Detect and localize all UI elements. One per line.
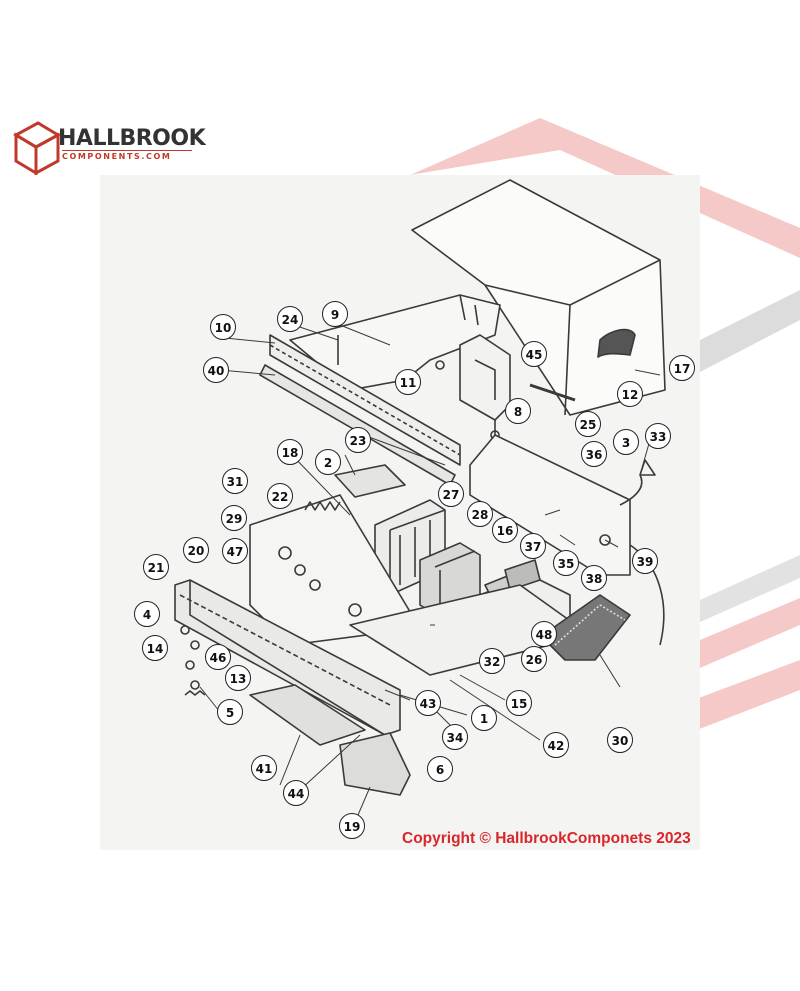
part-rod [529,383,576,402]
copyright-notice: Copyright © HallbrookComponets 2023 [402,830,691,847]
exploded-parts-diagram [100,175,700,850]
part-fasteners [180,625,206,696]
part-bottom-block [339,732,411,796]
part-front-bar [174,579,401,736]
brand-name: HALLBROOK [58,126,206,151]
part-seal-bars [259,334,461,486]
brand-subtitle: COMPONENTS.COM [62,152,172,161]
part-spring [304,501,341,511]
brand-underline [62,150,192,151]
brand-logo [12,121,62,175]
part-plate [334,464,406,498]
part-cover [411,179,666,416]
part-pad [249,684,366,746]
cube-logo-icon [12,121,62,175]
